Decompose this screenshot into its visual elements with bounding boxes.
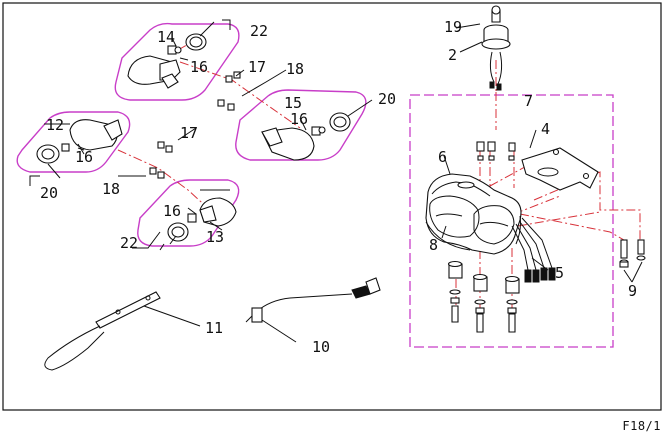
- chain-lower-indicators: [117, 149, 211, 211]
- callout-14: 14: [157, 28, 175, 46]
- callout-15: 15: [284, 94, 302, 112]
- callout-16-bottom: 16: [163, 202, 181, 220]
- chain-bracket: [479, 149, 557, 190]
- callout-8: 8: [429, 236, 438, 254]
- callout-20-left: 20: [40, 184, 58, 202]
- cluster-wiring: [511, 217, 556, 283]
- ignition-switch: [481, 24, 511, 91]
- callout-17-top: 17: [248, 58, 266, 76]
- ignition-key: [491, 5, 501, 23]
- callout-16-top-left: 16: [190, 58, 208, 76]
- nuts-upper: [217, 71, 241, 111]
- callout-10: 10: [312, 338, 330, 356]
- callout-5: 5: [555, 264, 564, 282]
- callout-22-bottom: 22: [120, 234, 138, 252]
- callout-18-top: 18: [286, 60, 304, 78]
- callout-19: 19: [444, 18, 462, 36]
- page-code: F18/1: [622, 419, 661, 433]
- group-outline-instrument-cluster: [409, 94, 614, 348]
- indicator-bottom: [167, 197, 237, 242]
- callout-13: 13: [206, 228, 224, 246]
- callout-17-mid: 17: [180, 124, 198, 142]
- sensor-cable: [245, 277, 381, 323]
- indicator-left: [36, 119, 123, 164]
- callout-4: 4: [541, 120, 550, 138]
- instrument-cluster: [425, 173, 522, 255]
- callout-22-top: 22: [250, 22, 268, 40]
- group-outline-left-indicator: [16, 111, 131, 173]
- callout-16-left: 16: [75, 148, 93, 166]
- callout-9: 9: [628, 282, 637, 300]
- callout-16-top-right: 16: [290, 110, 308, 128]
- group-outline-top-left-indicator: [114, 22, 240, 101]
- callout-11: 11: [205, 319, 223, 337]
- callout-12: 12: [46, 116, 64, 134]
- indicator-top-left: [127, 33, 207, 89]
- indicator-top-right: [261, 112, 351, 161]
- washers-and-bolts: [449, 289, 518, 333]
- group-outline-top-right-indicator: [235, 89, 367, 161]
- screws-set: [619, 239, 646, 268]
- nuts-lower: [149, 141, 173, 179]
- clamp-strap: [44, 291, 161, 371]
- leader-lines: [29, 19, 643, 343]
- callout-20-right: 20: [378, 90, 396, 108]
- rubber-mounts: [447, 260, 520, 294]
- diagram-frame: [2, 2, 662, 411]
- mounting-bracket: [521, 147, 599, 191]
- chain-cluster: [513, 195, 601, 227]
- callout-18-mid: 18: [102, 180, 120, 198]
- cluster-studs: [476, 141, 516, 161]
- callout-2: 2: [448, 46, 457, 64]
- chain-upper-indicators: [177, 41, 301, 129]
- callout-6: 6: [438, 148, 447, 166]
- callout-7: 7: [524, 92, 533, 110]
